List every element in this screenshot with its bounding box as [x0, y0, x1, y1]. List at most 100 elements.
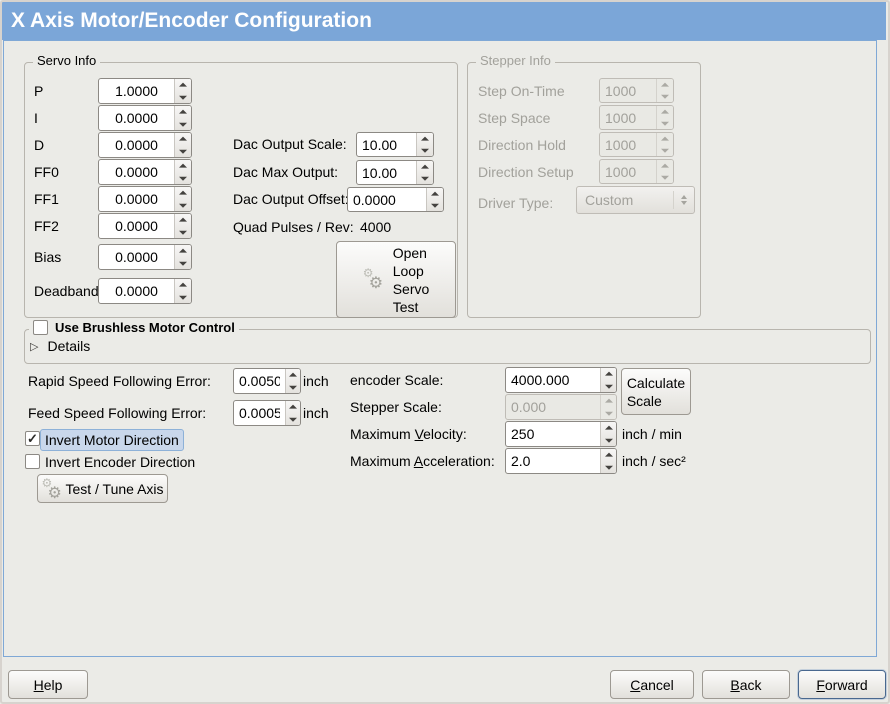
ff2-input[interactable] [99, 214, 174, 238]
spin-down-icon [657, 145, 673, 157]
spinner-buttons [285, 369, 300, 393]
brushless-group: Use Brushless Motor Control ▷ Details [24, 320, 871, 364]
test-tune-axis-label: Test / Tune Axis [65, 480, 164, 497]
spinner-buttons [656, 133, 673, 156]
spin-up-icon[interactable] [175, 245, 191, 257]
spin-up-icon[interactable] [417, 161, 433, 173]
deadband-spinbox[interactable] [98, 278, 192, 304]
ff2-spinbox[interactable] [98, 213, 192, 239]
spin-up-icon[interactable] [286, 369, 300, 381]
spin-down-icon[interactable] [417, 173, 433, 185]
calculate-scale-button[interactable]: Calculate Scale [621, 368, 691, 415]
spin-down-icon[interactable] [417, 145, 433, 157]
page-title: X Axis Motor/Encoder Configuration [11, 9, 372, 32]
spin-up-icon[interactable] [175, 187, 191, 199]
feed-following-error-input[interactable] [234, 401, 285, 425]
use-brushless-checkbox[interactable] [33, 320, 48, 335]
spin-up-icon[interactable] [175, 279, 191, 291]
spin-down-icon[interactable] [175, 226, 191, 238]
spin-down-icon[interactable] [601, 434, 616, 446]
open-loop-servo-test-button[interactable]: ⚙ ⚙ Open Loop Servo Test [336, 241, 456, 318]
spinner-buttons [656, 79, 673, 102]
max-velocity-spinbox[interactable] [505, 421, 617, 447]
spin-up-icon[interactable] [601, 368, 616, 380]
max-acceleration-label: Maximum Acceleration: [350, 453, 495, 469]
i-input[interactable] [99, 106, 174, 130]
step-on-time-spinbox [599, 78, 674, 103]
encoder-scale-input[interactable] [506, 368, 600, 392]
deadband-input[interactable] [99, 279, 174, 303]
rapid-following-error-input[interactable] [234, 369, 285, 393]
ff0-input[interactable] [99, 160, 174, 184]
max-acceleration-spinbox[interactable] [505, 448, 617, 474]
spin-down-icon[interactable] [286, 381, 300, 393]
i-spinbox[interactable] [98, 105, 192, 131]
spin-up-icon[interactable] [175, 106, 191, 118]
dac-output-scale-input[interactable] [357, 133, 416, 156]
spin-up-icon [657, 79, 673, 91]
spin-up-icon[interactable] [427, 188, 443, 200]
invert-motor-checkbox[interactable]: ✓ [25, 431, 40, 446]
spin-down-icon[interactable] [175, 291, 191, 303]
p-label: P [34, 83, 44, 99]
dac-output-offset-spinbox[interactable] [347, 187, 444, 212]
p-input[interactable] [99, 79, 174, 103]
d-input[interactable] [99, 133, 174, 157]
spin-down-icon[interactable] [427, 200, 443, 212]
bias-spinbox[interactable] [98, 244, 192, 270]
invert-motor-label[interactable]: Invert Motor Direction [40, 429, 184, 451]
d-spinbox[interactable] [98, 132, 192, 158]
spin-down-icon[interactable] [601, 461, 616, 473]
invert-encoder-label[interactable]: Invert Encoder Direction [45, 454, 196, 470]
dac-output-scale-spinbox[interactable] [356, 132, 434, 157]
direction-setup-input [600, 160, 656, 183]
feed-following-error-spinbox[interactable] [233, 400, 301, 426]
bias-input[interactable] [99, 245, 174, 269]
spin-up-icon[interactable] [601, 449, 616, 461]
spin-down-icon[interactable] [175, 145, 191, 157]
spin-up-icon[interactable] [175, 133, 191, 145]
encoder-scale-spinbox[interactable] [505, 367, 617, 393]
ff1-label: FF1 [34, 191, 59, 207]
ff0-spinbox[interactable] [98, 159, 192, 185]
spin-down-icon[interactable] [175, 257, 191, 269]
spin-down-icon [657, 118, 673, 130]
direction-setup-spinbox [599, 159, 674, 184]
dac-output-offset-input[interactable] [348, 188, 426, 211]
test-tune-axis-button[interactable]: ⚙ ⚙ Test / Tune Axis [37, 474, 168, 503]
spin-up-icon[interactable] [175, 79, 191, 91]
spin-up-icon[interactable] [417, 133, 433, 145]
spin-up-icon[interactable] [601, 422, 616, 434]
spin-up-icon [657, 133, 673, 145]
spin-down-icon[interactable] [175, 199, 191, 211]
spin-up-icon[interactable] [286, 401, 300, 413]
spin-down-icon [601, 407, 616, 419]
spin-down-icon[interactable] [175, 118, 191, 130]
invert-encoder-checkbox[interactable] [25, 454, 40, 469]
ff1-input[interactable] [99, 187, 174, 211]
spin-down-icon[interactable] [286, 413, 300, 425]
ff1-spinbox[interactable] [98, 186, 192, 212]
dac-max-output-input[interactable] [357, 161, 416, 184]
dac-max-output-spinbox[interactable] [356, 160, 434, 185]
expander-arrow-icon: ▷ [30, 340, 39, 353]
spin-up-icon[interactable] [175, 160, 191, 172]
spin-up-icon[interactable] [175, 214, 191, 226]
driver-type-select: Custom [576, 186, 695, 214]
max-acceleration-input[interactable] [506, 449, 600, 473]
feed-following-error-label: Feed Speed Following Error: [28, 405, 207, 421]
rapid-following-error-unit: inch [303, 373, 329, 389]
spin-down-icon[interactable] [601, 380, 616, 392]
max-velocity-input[interactable] [506, 422, 600, 446]
dac-output-offset-label: Dac Output Offset: [233, 191, 349, 207]
step-space-label: Step Space [478, 110, 551, 126]
spin-down-icon[interactable] [175, 172, 191, 184]
details-expander[interactable]: ▷ Details [30, 338, 90, 354]
rapid-following-error-spinbox[interactable] [233, 368, 301, 394]
spin-down-icon[interactable] [175, 91, 191, 103]
p-spinbox[interactable] [98, 78, 192, 104]
